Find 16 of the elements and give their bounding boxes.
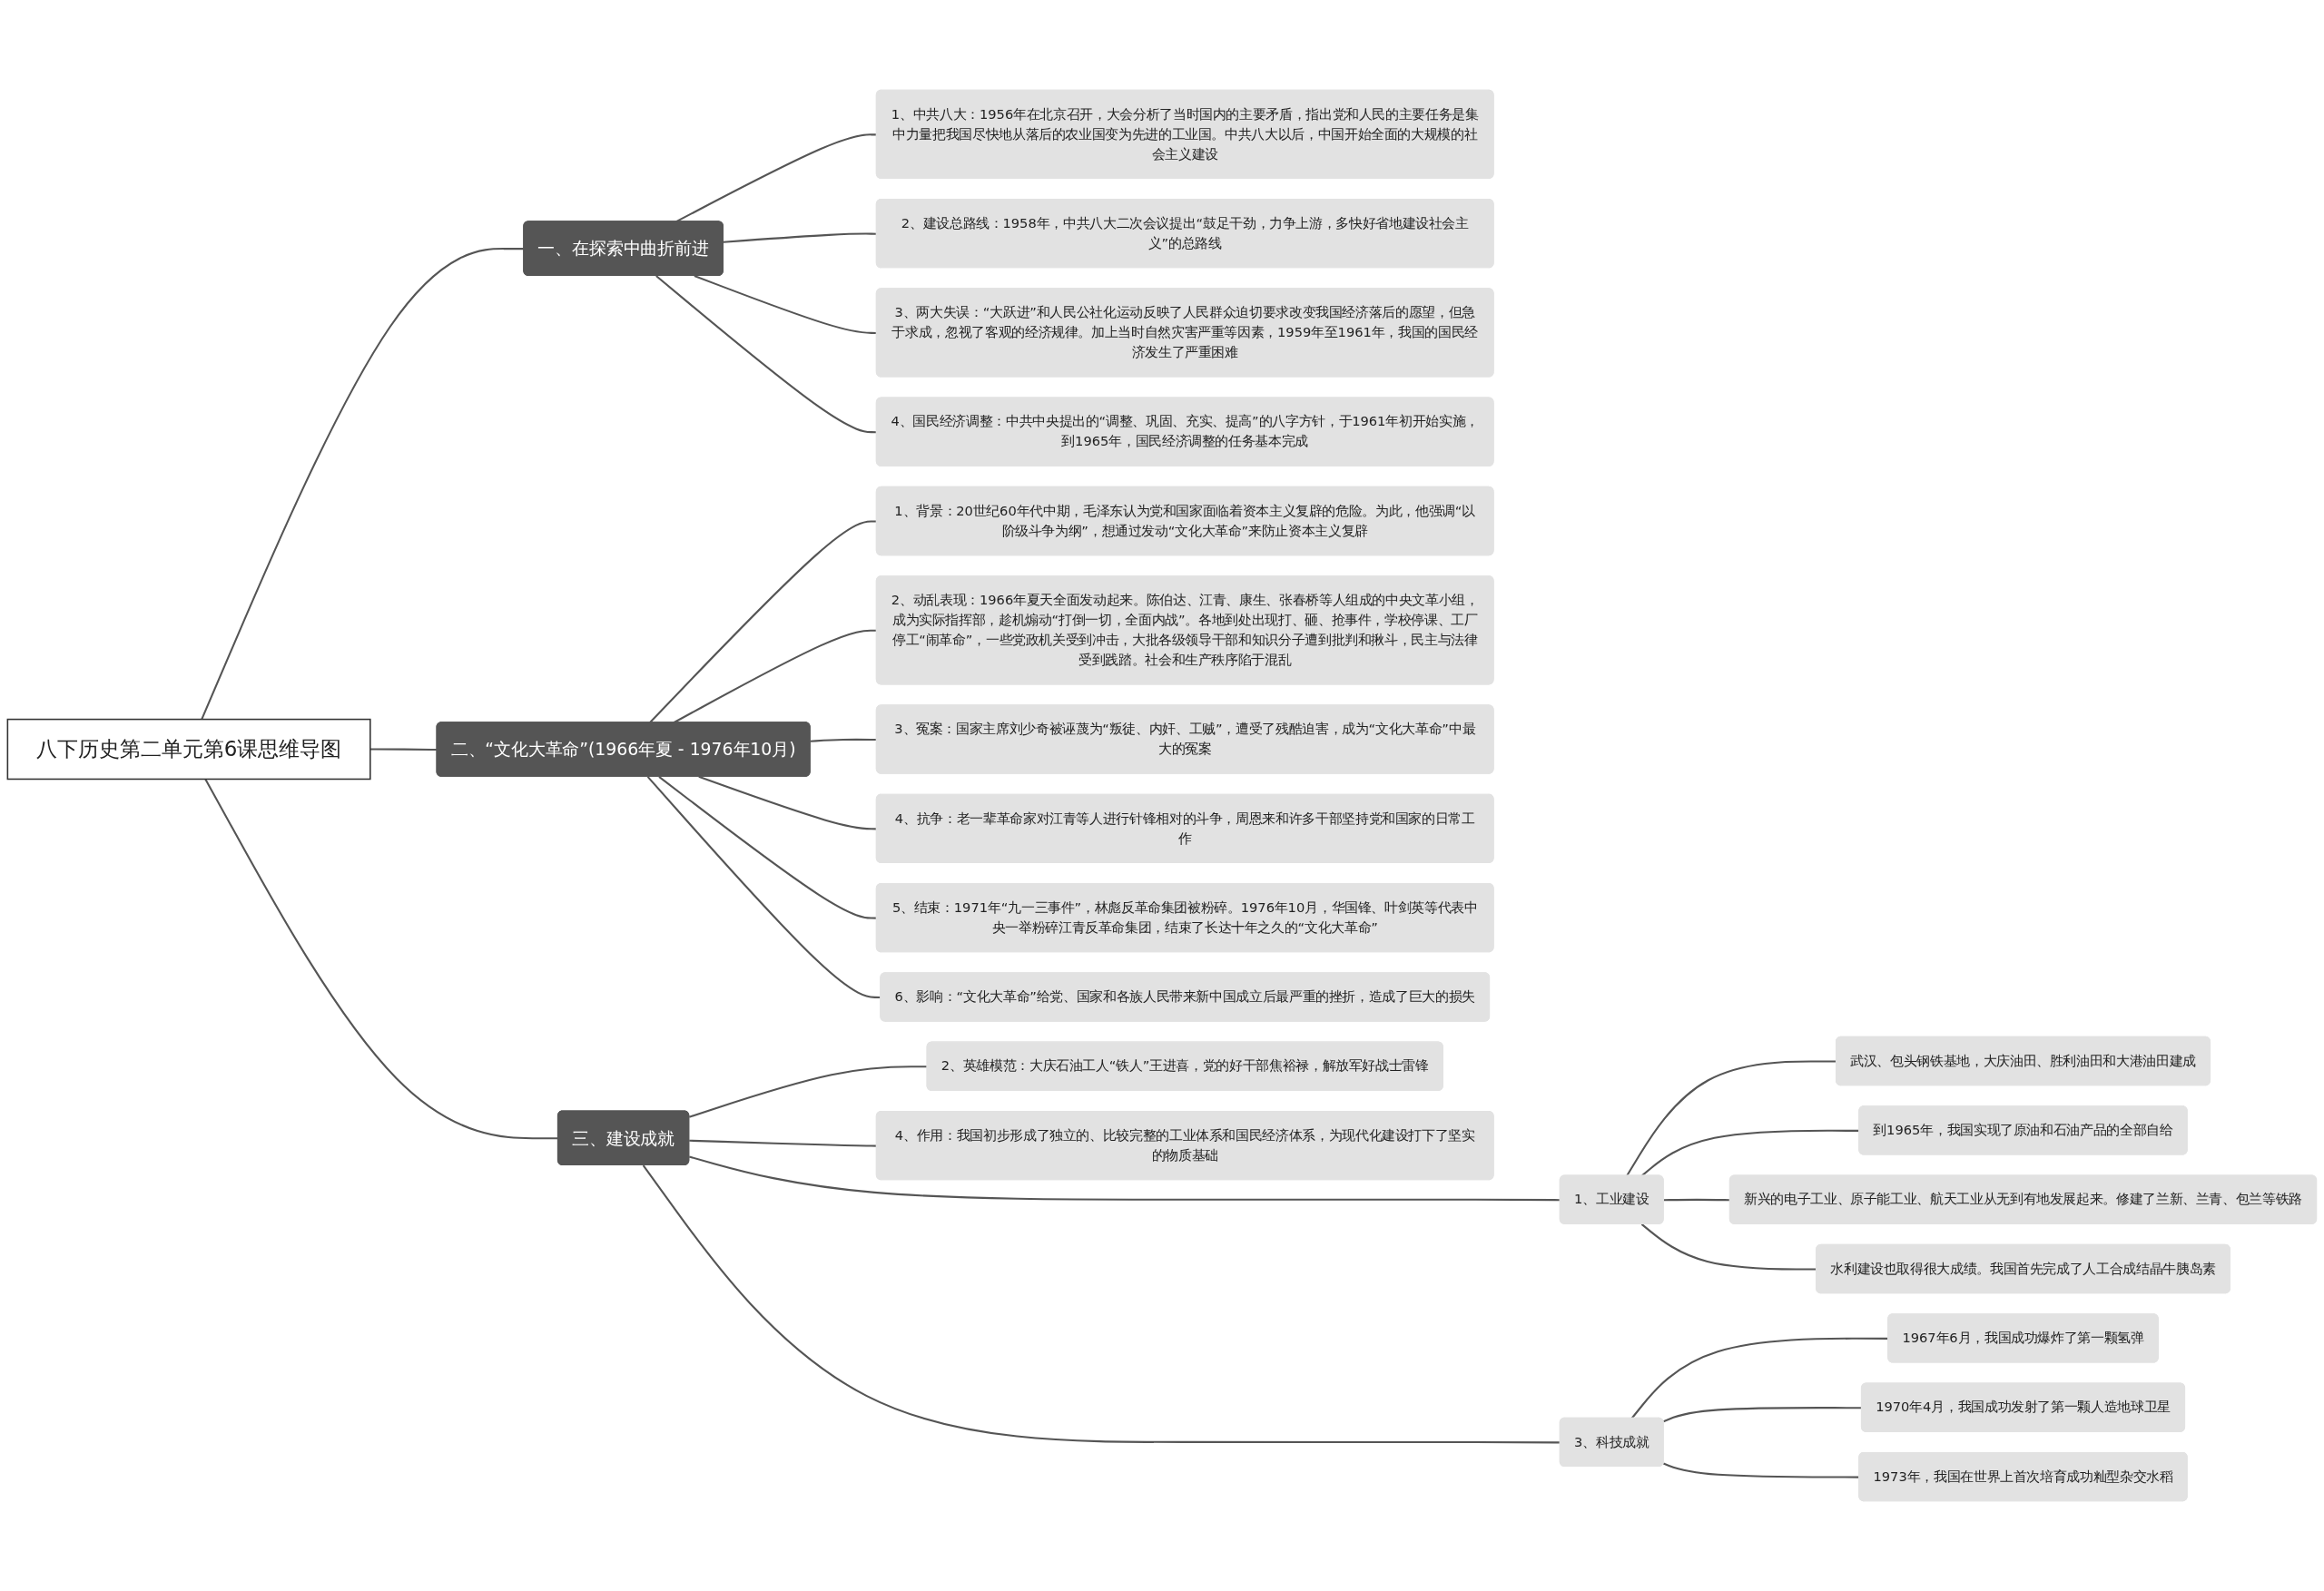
node-box: 八下历史第二单元第6课思维导图 <box>6 718 371 781</box>
connector <box>369 748 438 751</box>
connector <box>1663 1198 1730 1202</box>
connector <box>689 1139 877 1147</box>
connector <box>688 1066 928 1118</box>
connector <box>649 520 877 723</box>
connector <box>689 1155 1561 1202</box>
connector <box>642 1164 1561 1444</box>
connector <box>658 776 877 919</box>
connector <box>810 738 877 742</box>
connector <box>204 778 558 1140</box>
connector <box>698 775 877 830</box>
connector <box>694 275 877 334</box>
connector <box>655 275 877 434</box>
connector <box>1663 1407 1862 1423</box>
connector <box>723 232 877 243</box>
